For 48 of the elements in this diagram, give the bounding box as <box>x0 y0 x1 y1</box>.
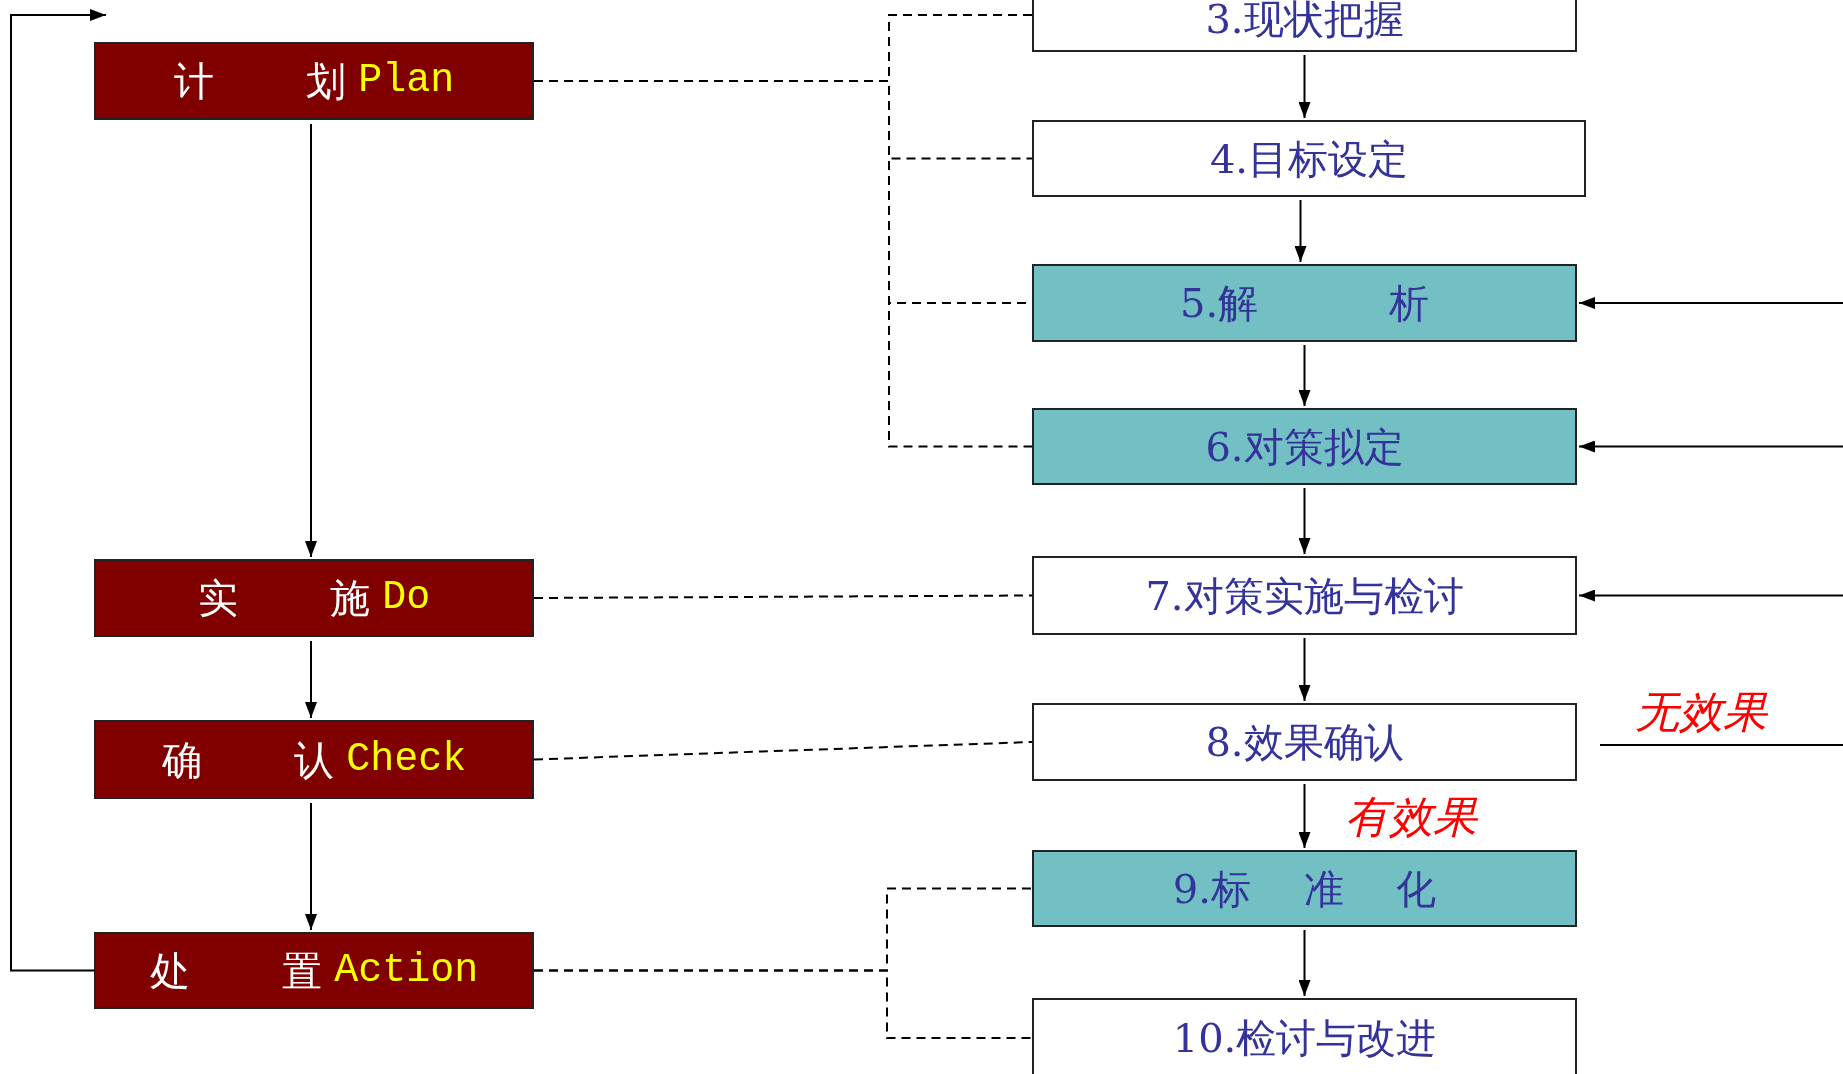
step-label: 10.检讨与改进 <box>1172 1018 1437 1058</box>
arrow <box>1298 344 1311 407</box>
step-label: 8.效果确认 <box>1205 722 1404 762</box>
step-box <box>1032 850 1577 927</box>
arrow <box>305 123 317 558</box>
phase-box <box>94 559 534 637</box>
step-label: 9.标 准 化 <box>1172 868 1437 909</box>
phase-name: 计 划 <box>173 61 347 101</box>
phase-label: Action <box>334 950 479 991</box>
arrow <box>305 640 317 719</box>
step-label: 5.解 析 <box>1180 283 1429 323</box>
arrow <box>1294 199 1307 263</box>
arrow <box>305 802 317 931</box>
arrow <box>1298 54 1311 119</box>
phase-box <box>94 932 534 1009</box>
step-box <box>1032 0 1577 52</box>
phase-name: 处 置 <box>149 950 323 991</box>
edge-label: 有效果 <box>1345 795 1477 839</box>
phase-name: 实 施 <box>197 578 371 618</box>
step-box <box>1032 264 1577 342</box>
step-box <box>1032 703 1577 781</box>
step-box <box>1032 408 1577 485</box>
phase-label: Do <box>382 578 431 618</box>
arrow <box>1298 929 1311 997</box>
step-label: 7.对策实施与检讨 <box>1145 575 1464 616</box>
arrow <box>1298 637 1311 702</box>
arrow <box>1298 487 1311 555</box>
arrow <box>1578 589 1843 602</box>
arrow <box>10 9 107 972</box>
arrow <box>1578 440 1843 453</box>
arrow <box>1298 783 1311 849</box>
arrow <box>1578 297 1843 309</box>
dashed-connector <box>533 741 1033 761</box>
step-label: 4.目标设定 <box>1209 138 1409 179</box>
connector-line <box>1599 744 1843 746</box>
step-box <box>1032 998 1577 1074</box>
step-box <box>1032 120 1586 197</box>
phase-label: Check <box>346 739 467 780</box>
step-label: 3.现状把握 <box>1205 0 1404 39</box>
dashed-connector <box>533 969 1033 1039</box>
phase-box <box>94 720 534 799</box>
phase-box <box>94 42 534 120</box>
phase-label: Plan <box>358 61 455 101</box>
edge-label: 无效果 <box>1635 690 1767 734</box>
step-label: 6.对策拟定 <box>1205 426 1404 467</box>
dashed-connector <box>533 594 1033 599</box>
step-box <box>1032 556 1577 635</box>
phase-name: 确 认 <box>161 739 335 780</box>
